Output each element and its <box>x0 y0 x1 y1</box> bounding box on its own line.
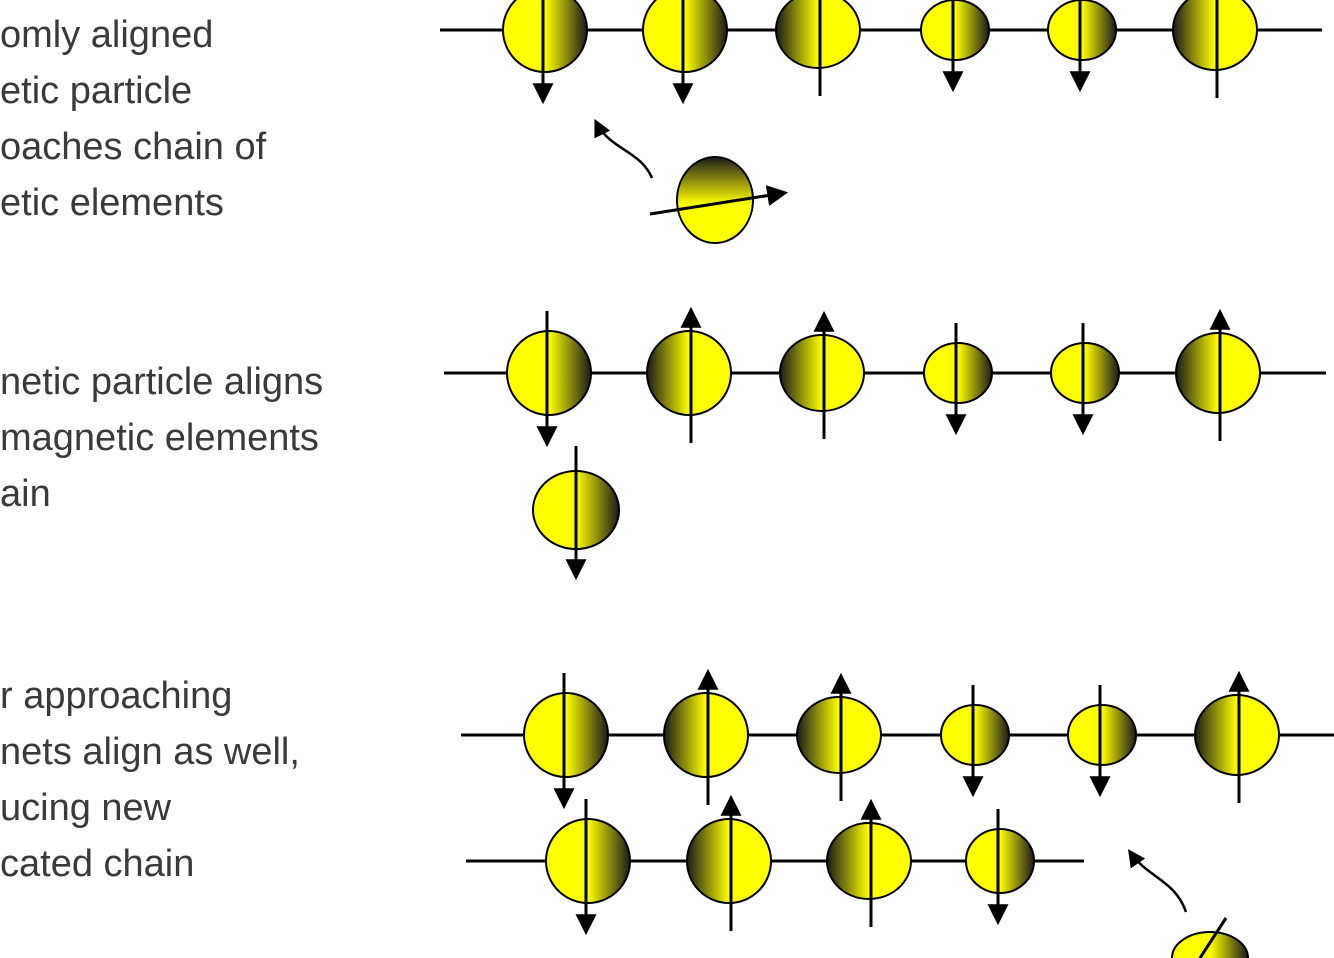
approaching-particle-moment-arrow <box>649 185 789 216</box>
incoming-particle-moment-line <box>1198 917 1228 958</box>
panel-1-chain-particle-2 <box>642 0 728 105</box>
panel-3-new-chain-particle-4-body <box>965 828 1035 894</box>
caption-step-1: omly aligned etic particle oaches chain … <box>0 7 266 231</box>
chains-layer <box>440 0 1334 936</box>
panel-3-chain-particle-4 <box>940 685 1010 798</box>
caption-step-2-line-1: netic particle aligns <box>0 361 324 403</box>
panel-1-chain-particle-2-body <box>642 0 728 73</box>
panel-3-chain-particle-6-body <box>1194 694 1280 776</box>
caption-step-1-line-3: oaches chain of <box>0 126 267 168</box>
approaching-particle-body <box>676 156 754 244</box>
panel-3-chain-particle-3 <box>796 672 882 801</box>
panel-2-chain-particle-3-body <box>779 334 865 412</box>
panel-1-chain-particle-6-body <box>1172 0 1258 71</box>
panel-3-new-chain-particle-1-body <box>545 818 631 904</box>
panel-1-chain-particle-6 <box>1172 0 1258 98</box>
panel-3-new-chain-particle-3-body <box>826 822 912 900</box>
panel-2-chain-particle-1 <box>506 311 592 448</box>
caption-step-2-line-2: magnetic elements <box>0 417 319 459</box>
panel-1-chain-particle-4 <box>920 0 990 93</box>
panel-3-chain-particle-1 <box>523 673 609 810</box>
panel-3-chain-particle-2 <box>663 668 749 805</box>
panel-2-chain-particle-2-body <box>646 330 732 416</box>
panel-2-chain-particle-5 <box>1050 323 1120 436</box>
panel-3-chain-particle-6 <box>1194 670 1280 803</box>
approach-motion-arrow-2 <box>1128 849 1188 913</box>
panel-2-chain-particle-5-body <box>1050 342 1120 404</box>
panel-1-chain-particle-3-body <box>775 0 861 69</box>
incoming-particle-partial <box>1171 917 1249 958</box>
panel-1-chain-particle-3 <box>775 0 861 96</box>
approaching-particle <box>649 156 789 244</box>
panel-1-chain-particle-1 <box>502 0 588 105</box>
panel-1-chain-particle-5-body <box>1047 0 1117 61</box>
panel-2-chain <box>444 306 1326 448</box>
panel-1-chain-particle-1-body <box>502 0 588 73</box>
panel-3-new-chain-particle-3 <box>826 798 912 927</box>
aligned-particle <box>532 446 620 581</box>
caption-step-3: r approaching nets align as well, ucing … <box>0 668 300 892</box>
caption-step-1-line-4: etic elements <box>0 182 224 224</box>
panel-2-chain-particle-6-body <box>1175 332 1261 414</box>
panel-1-chain-particle-5 <box>1047 0 1117 93</box>
caption-step-3-line-4: cated chain <box>0 843 195 885</box>
panel-2-chain-particle-6 <box>1175 308 1261 441</box>
caption-step-2: netic particle aligns magnetic elements … <box>0 354 323 522</box>
panel-3-new-chain <box>466 794 1084 936</box>
caption-step-1-line-2: etic particle <box>0 70 193 112</box>
panel-1-chain-particle-4-body <box>920 0 990 61</box>
panel-3-new-chain-particle-4 <box>965 809 1035 926</box>
panel-3-chain-particle-3-body <box>796 696 882 774</box>
panel-3-new-chain-particle-2 <box>686 794 772 931</box>
panel-3-chain-particle-5-body <box>1067 704 1137 766</box>
caption-step-1-line-1: omly aligned <box>0 14 214 56</box>
panel-2-chain-particle-4 <box>923 323 993 436</box>
panel-2-chain-particle-3 <box>779 310 865 439</box>
panel-2-chain-particle-4-body <box>923 342 993 404</box>
panel-3-chain-particle-2-body <box>663 692 749 778</box>
panel-1-chain <box>440 0 1322 105</box>
panel-2-chain-particle-1-body <box>506 330 592 416</box>
caption-step-2-line-3: ain <box>0 473 51 515</box>
panel-3-chain <box>461 668 1334 810</box>
panel-3-new-chain-particle-1 <box>545 799 631 936</box>
panel-2-chain-particle-2 <box>646 306 732 443</box>
panel-3-new-chain-particle-2-body <box>686 818 772 904</box>
caption-step-3-line-3: ucing new <box>0 787 172 829</box>
caption-step-3-line-1: r approaching <box>0 675 233 717</box>
panel-3-chain-particle-4-body <box>940 704 1010 766</box>
panel-3-chain-particle-1-body <box>523 692 609 778</box>
caption-step-3-line-2: nets align as well, <box>0 731 300 773</box>
panel-3-chain-particle-5 <box>1067 685 1137 798</box>
approach-motion-arrow-1 <box>594 118 654 179</box>
